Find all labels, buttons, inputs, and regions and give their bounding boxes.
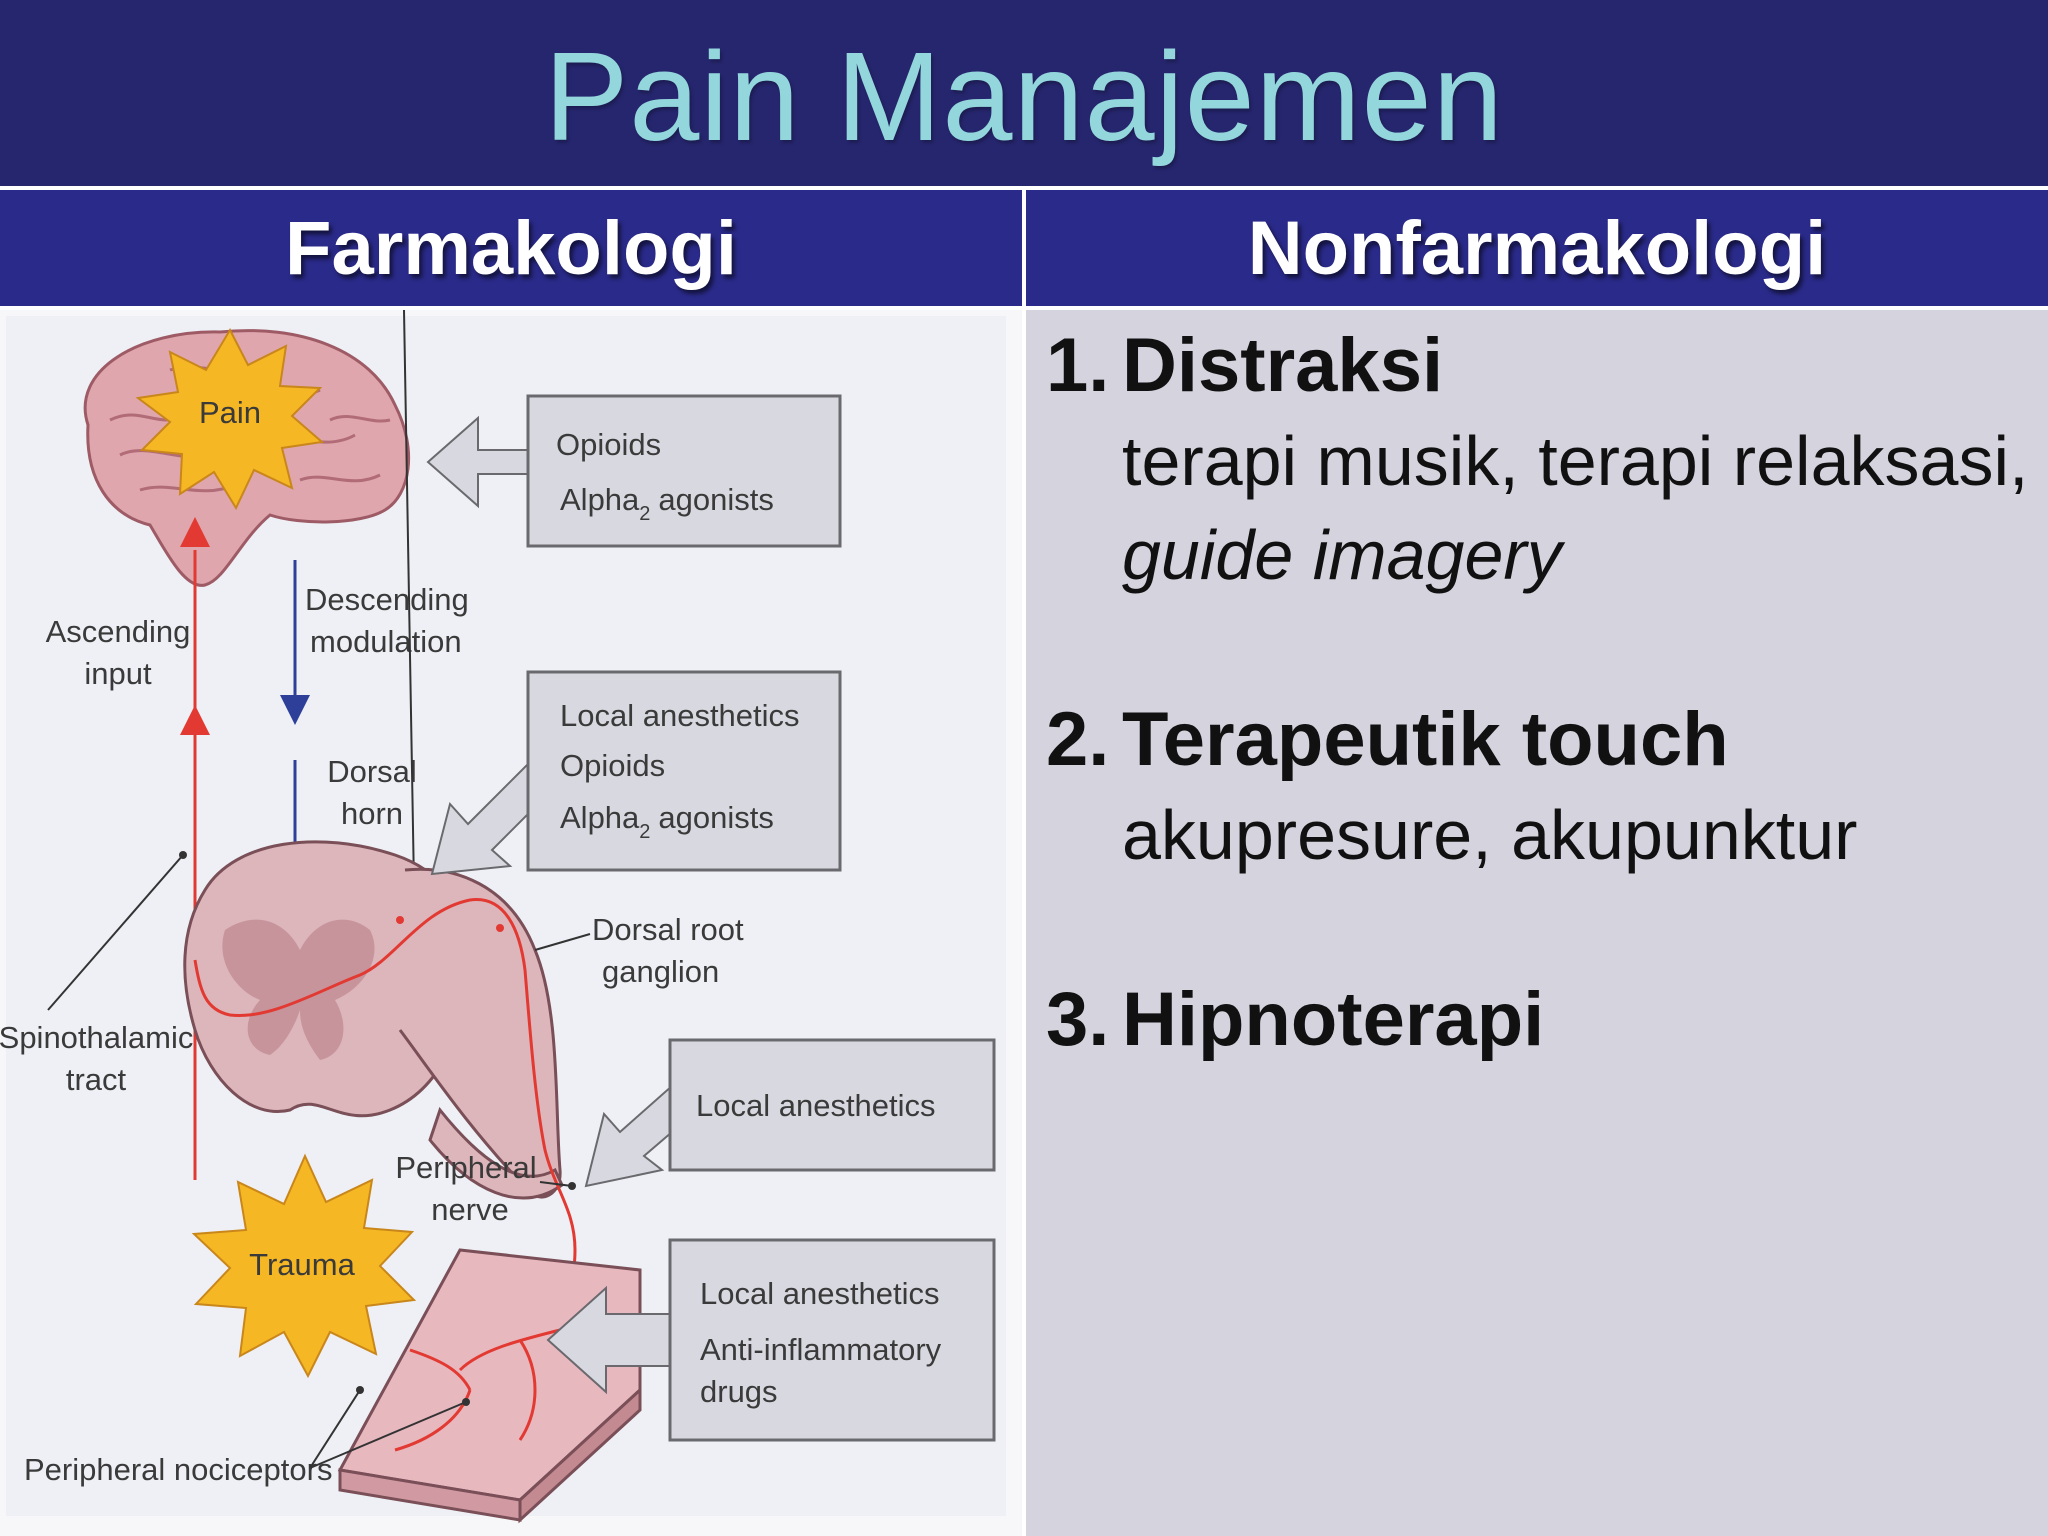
drug-label: Local anesthetics bbox=[560, 698, 800, 733]
list-number: 2. bbox=[1046, 697, 1110, 782]
descending-label: modulation bbox=[310, 624, 462, 659]
trauma-label: Trauma bbox=[249, 1247, 355, 1282]
nociceptors-label: Peripheral nociceptors bbox=[24, 1452, 332, 1487]
spinothalamic-label: tract bbox=[66, 1062, 127, 1097]
dorsal-horn-label: Dorsal bbox=[327, 754, 417, 789]
spinothalamic-label: Spinothalamic bbox=[0, 1020, 193, 1055]
pain-label: Pain bbox=[199, 395, 261, 430]
trauma-starburst bbox=[191, 1153, 417, 1379]
list-item: 1. Distraksi terapi musik, terapi relaks… bbox=[1046, 318, 2036, 602]
drug-label: Local anesthetics bbox=[696, 1088, 936, 1123]
spinal-cord-illustration bbox=[183, 840, 564, 1200]
drug-label: Local anesthetics bbox=[700, 1276, 940, 1311]
pain-starburst bbox=[135, 327, 325, 511]
column-header-farmakologi: Farmakologi bbox=[0, 188, 1022, 306]
list-number: 3. bbox=[1046, 977, 1110, 1062]
drug-label: Anti-inflammatory bbox=[700, 1332, 942, 1367]
tissue-drug-callout: Local anesthetics Anti-inflammatory drug… bbox=[546, 1238, 996, 1442]
column-header-label: Nonfarmakologi bbox=[1247, 205, 1827, 291]
column-header-nonfarmakologi: Nonfarmakologi bbox=[1026, 188, 2048, 306]
list-heading: Terapeutik touch bbox=[1122, 697, 1729, 782]
ascending-label: input bbox=[84, 656, 152, 691]
column-divider bbox=[1022, 186, 1026, 1536]
pain-pathway-diagram: Pain Ascending input Descending modulati… bbox=[0, 310, 1006, 1524]
list-description: terapi musik, terapi relaksasi, guide im… bbox=[1122, 422, 2029, 594]
descending-label: Descending bbox=[305, 582, 469, 617]
slide-title: Pain Manajemen bbox=[544, 25, 1504, 167]
list-heading: Hipnoterapi bbox=[1122, 977, 1545, 1062]
peripheral-nerve-label: nerve bbox=[431, 1192, 509, 1227]
drug-label: Opioids bbox=[556, 427, 661, 462]
nerve-drug-callout: Local anesthetics bbox=[584, 1038, 996, 1188]
drug-label: drugs bbox=[700, 1374, 778, 1409]
ascending-label: Ascending bbox=[46, 614, 191, 649]
title-band: Pain Manajemen bbox=[0, 0, 2048, 186]
nonpharm-list: 1. Distraksi terapi musik, terapi relaks… bbox=[1046, 318, 2036, 1158]
drug-label: Opioids bbox=[560, 748, 665, 783]
skin-tissue-illustration bbox=[337, 1248, 642, 1524]
dorsal-horn-label: horn bbox=[341, 796, 403, 831]
drg-label: ganglion bbox=[602, 954, 719, 989]
drg-label: Dorsal root bbox=[592, 912, 744, 947]
nonpharmacology-panel bbox=[1026, 310, 2048, 1536]
list-description: akupresure, akupunktur bbox=[1122, 796, 1858, 874]
list-item: 2. Terapeutik touch akupresure, akupunkt… bbox=[1046, 692, 2036, 882]
list-item: 3. Hipnoterapi bbox=[1046, 972, 2036, 1068]
peripheral-nerve-label: Peripheral bbox=[395, 1150, 536, 1185]
list-number: 1. bbox=[1046, 323, 1110, 408]
column-header-label: Farmakologi bbox=[285, 205, 737, 291]
list-heading: Distraksi bbox=[1122, 323, 1444, 408]
